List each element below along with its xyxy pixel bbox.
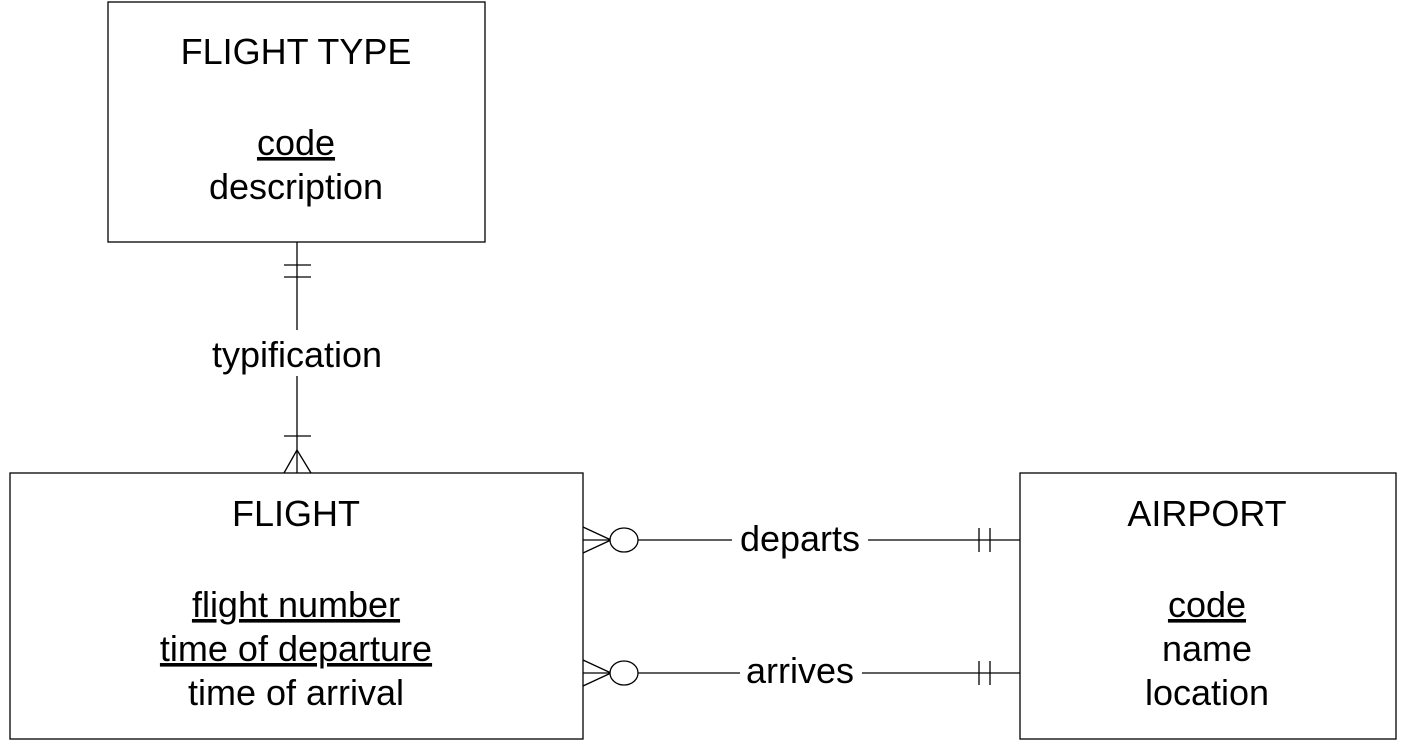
arrives-crowfoot-top xyxy=(582,659,612,674)
airport-box xyxy=(1019,472,1397,740)
relationship-typification: typification xyxy=(192,242,402,474)
flight-title: FLIGHT xyxy=(232,493,360,534)
flight-type-box xyxy=(107,1,486,243)
departs-label: departs xyxy=(740,518,860,559)
typification-crowfoot-left xyxy=(283,449,298,474)
flight-attr-flight-number: flight number xyxy=(192,584,400,625)
airport-attr-location: location xyxy=(1145,672,1269,713)
airport-title: AIRPORT xyxy=(1127,493,1286,534)
airport-attr-code: code xyxy=(1168,584,1246,625)
departs-zero-circle xyxy=(609,527,639,553)
relationship-arrives: arrives xyxy=(582,650,1020,691)
flight-type-attr-description: description xyxy=(209,166,383,207)
flight-type-attr-code: code xyxy=(257,122,335,163)
departs-crowfoot-bottom xyxy=(582,539,612,554)
flight-type-title: FLIGHT TYPE xyxy=(181,31,412,72)
airport-attr-name: name xyxy=(1162,628,1252,669)
flight-box xyxy=(9,472,584,740)
relationship-departs: departs xyxy=(582,518,1020,559)
arrives-crowfoot-bottom xyxy=(582,672,612,687)
typification-label: typification xyxy=(212,334,382,375)
entity-flight-type: FLIGHT TYPE code description xyxy=(107,1,486,243)
arrives-zero-circle xyxy=(609,660,639,686)
departs-crowfoot-top xyxy=(582,526,612,541)
entity-flight: FLIGHT flight number time of departure t… xyxy=(9,472,584,740)
flight-attr-time-of-arrival: time of arrival xyxy=(188,672,404,713)
entity-airport: AIRPORT code name location xyxy=(1019,472,1397,740)
flight-attr-time-of-departure: time of departure xyxy=(160,628,432,669)
arrives-label: arrives xyxy=(746,650,854,691)
typification-crowfoot-right xyxy=(296,449,312,474)
